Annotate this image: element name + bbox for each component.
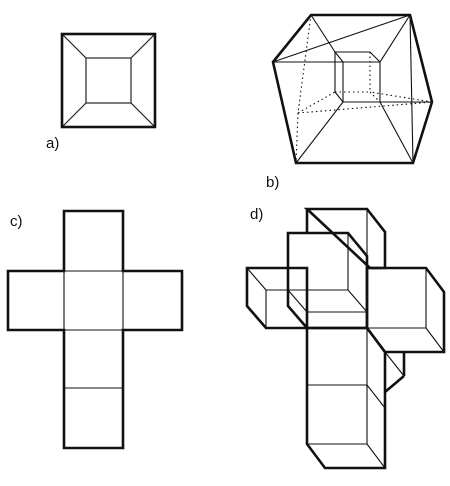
diagonal-tr <box>130 33 156 59</box>
label-b: b) <box>266 174 279 191</box>
label-c: c) <box>10 213 23 230</box>
label-d: d) <box>250 206 263 223</box>
left-arm-outline <box>245 266 309 330</box>
center-cube-outline <box>286 231 369 330</box>
lower-column-edge <box>366 443 386 469</box>
diagonal-bl <box>61 102 87 128</box>
connector-edge <box>379 101 414 164</box>
label-a: a) <box>46 135 59 152</box>
connector-edge <box>310 14 336 53</box>
lower-column-outline <box>384 375 405 393</box>
figure-a-square-projection: a) <box>46 32 157 152</box>
outer-front-edge <box>409 14 414 164</box>
connector-hidden-edge <box>297 91 336 114</box>
outer-hidden-edge <box>295 112 299 164</box>
diagonal-tl <box>61 33 87 59</box>
connector-edge <box>295 101 344 164</box>
left-arm-edge <box>246 267 267 291</box>
inner-cube-hull <box>334 51 381 103</box>
inner-cube-edge <box>334 51 344 63</box>
outer-hidden-edge <box>297 14 312 114</box>
connector-hidden-edge <box>369 91 433 103</box>
right-arm-edge <box>425 327 445 353</box>
top-arm-outline <box>303 207 387 270</box>
inner-square <box>85 57 132 104</box>
lower-column-edge <box>366 384 386 409</box>
figure-c-cross-net: c) <box>6 209 184 450</box>
figure-d-3d-cube-cross: d) <box>245 206 446 470</box>
right-arm-outline <box>365 266 446 354</box>
diagonal-br <box>130 102 156 128</box>
lower-column-outline <box>305 326 387 470</box>
figure-b-tesseract: b) <box>266 13 434 191</box>
outer-front-edge <box>272 14 411 63</box>
center-cube-edge <box>347 289 368 313</box>
outer-square <box>60 32 157 129</box>
connector-edge <box>379 14 411 63</box>
center-cube-edge <box>287 289 308 313</box>
lower-column-edge <box>384 351 405 377</box>
